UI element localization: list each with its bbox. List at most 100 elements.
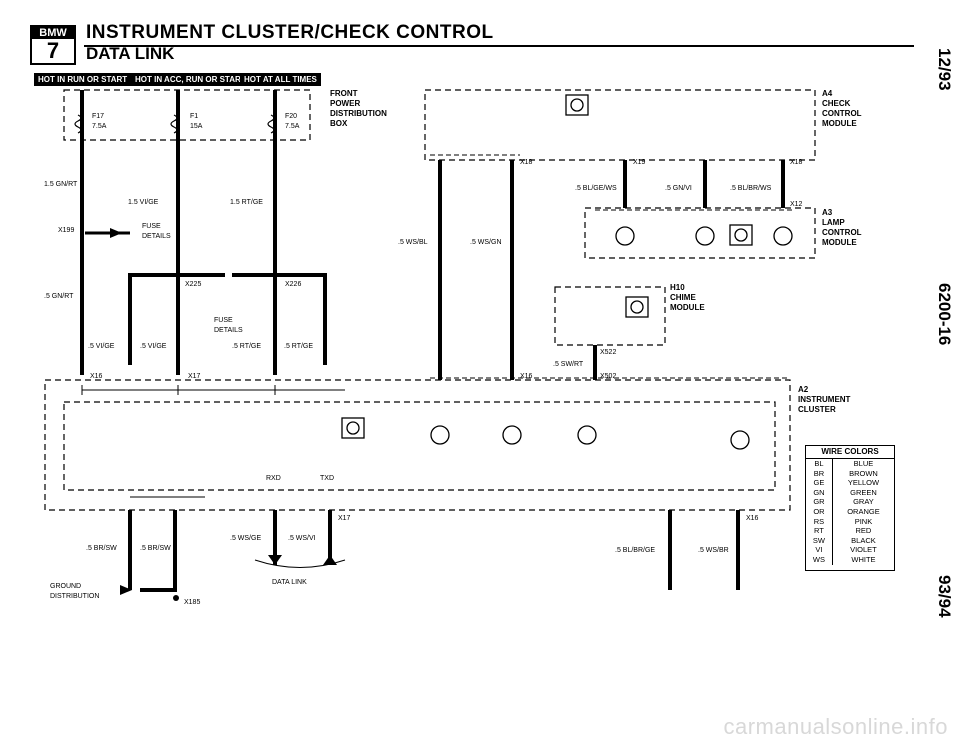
legend-row: VI VIOLET — [806, 545, 894, 555]
wire-label-bl-br-ge: .5 BL/BR/GE — [615, 547, 655, 554]
logo-brand: BMW — [32, 27, 74, 39]
legend-color: WHITE — [851, 554, 876, 564]
legend-code: BL — [806, 459, 833, 469]
chime-label-1: H10 — [670, 283, 685, 292]
lamp-control-label-4: MODULE — [822, 238, 857, 247]
wire-vi-ge-loop — [128, 273, 225, 365]
legend-color: BLACK — [851, 535, 876, 545]
hot-in-acc-badge: HOT IN ACC, RUN OR START — [131, 73, 250, 86]
wire-label-vi-ge-15: 1.5 VI/GE — [128, 199, 159, 206]
chime-label-3: MODULE — [670, 303, 705, 312]
legend-color: ORANGE — [847, 506, 880, 516]
legend-row: BR BROWN — [806, 468, 894, 479]
wire-label-bl-br-ws: .5 BL/BR/WS — [730, 185, 772, 192]
cluster-outer-outline — [44, 379, 791, 511]
legend-row: OR ORANGE — [806, 506, 894, 517]
cluster-label-3: CLUSTER — [798, 405, 836, 414]
connector-x17: X17 — [188, 373, 201, 380]
wire-label-ws-vi: .5 WS/VI — [288, 535, 316, 542]
wire-label-gn-vi: .5 GN/VI — [665, 185, 692, 192]
check-control-label-2: CHECK — [822, 99, 851, 108]
legend-code: WS — [806, 554, 833, 565]
hot-in-run-start-badge: HOT IN RUN OR START — [34, 73, 132, 86]
wire-label-vi-ge-a: .5 VI/GE — [88, 343, 115, 350]
connector-x226: X226 — [285, 281, 301, 288]
legend-code: VI — [806, 545, 833, 555]
lamp-control-label-3: CONTROL — [822, 228, 862, 237]
legend-code: RT — [806, 526, 833, 536]
chime-outline — [554, 286, 666, 346]
fuse-f1-rating: 15A — [190, 123, 203, 130]
connector-x16: X16 — [90, 373, 103, 380]
wire-label-rt-ge-a: .5 RT/GE — [232, 343, 261, 350]
legend-code: GR — [806, 497, 833, 507]
check-control-outline — [424, 89, 816, 161]
wire-label-bl-ge-ws: .5 BL/GE/WS — [575, 185, 617, 192]
fuse-f1-symbol — [170, 114, 178, 134]
check-control-label-3: CONTROL — [822, 109, 862, 118]
legend-title: WIRE COLORS — [806, 446, 894, 459]
fuse-f1-id: F1 — [190, 113, 198, 120]
fuse-box-label-2: POWER — [330, 99, 360, 108]
title-rule — [84, 45, 914, 47]
fuse-f17-symbol — [74, 114, 82, 134]
fuse-details-1a: FUSE — [142, 223, 161, 230]
connector-x502: X502 — [600, 373, 616, 380]
wire-label-br-sw-a: .5 BR/SW — [86, 545, 117, 552]
page-title: INSTRUMENT CLUSTER/CHECK CONTROL — [86, 22, 494, 43]
connector-x16-c: X16 — [746, 515, 759, 522]
lamp-control-label-1: A3 — [822, 208, 833, 217]
cluster-label-1: A2 — [798, 385, 809, 394]
connector-x18-b: X18 — [790, 159, 803, 166]
fuse-box-label-4: BOX — [330, 119, 348, 128]
check-control-label-1: A4 — [822, 89, 833, 98]
legend-code: OR — [806, 506, 833, 517]
legend-code: RS — [806, 516, 833, 527]
fuse-f20-rating: 7.5A — [285, 123, 300, 130]
cluster-label-2: INSTRUMENT — [798, 395, 851, 404]
fuse-f17-id: F17 — [92, 113, 104, 120]
fuse-details-2a: FUSE — [214, 317, 233, 324]
side-page-number: 6200-16 — [935, 283, 954, 346]
connector-x199: X199 — [58, 227, 74, 234]
fuse-box-label-3: DISTRIBUTION — [330, 109, 387, 118]
cluster-inner-outline — [63, 401, 776, 491]
connector-x19: X19 — [633, 159, 646, 166]
legend-code: BR — [806, 468, 833, 479]
wire-label-sw-rt: .5 SW/RT — [553, 361, 584, 368]
lamp-control-outline — [584, 207, 816, 259]
legend-color: BROWN — [849, 468, 878, 478]
lamp-control-label-2: LAMP — [822, 218, 845, 227]
rxd-label: RXD — [266, 475, 281, 482]
fuse-box-label-1: FRONT — [330, 89, 358, 98]
page-header: BMW 7 INSTRUMENT CLUSTER/CHECK CONTROL D… — [0, 0, 960, 86]
connector-x18-a: X18 — [520, 159, 533, 166]
wire-label-ws-ge: .5 WS/GE — [230, 535, 261, 542]
legend-color: GREEN — [850, 487, 877, 497]
wire-label-gn-rt-05: .5 GN/RT — [44, 293, 74, 300]
connector-x522: X522 — [600, 349, 616, 356]
watermark: carmanualsonline.info — [723, 714, 948, 739]
bmw-7-logo: BMW 7 — [30, 25, 76, 65]
wire-rt-ge-loop — [232, 273, 327, 365]
legend-row: BL BLUE — [806, 459, 894, 469]
wire-label-rt-ge-b: .5 RT/GE — [284, 343, 313, 350]
ground-label-2: DISTRIBUTION — [50, 593, 99, 600]
check-control-label-4: MODULE — [822, 119, 857, 128]
legend-color: VIOLET — [850, 545, 877, 555]
connector-x12: X12 — [790, 201, 803, 208]
wire-label-rt-ge-15: 1.5 RT/GE — [230, 199, 263, 206]
wire-label-ws-gn: .5 WS/GN — [470, 239, 502, 246]
legend-color: BLUE — [853, 459, 874, 468]
wire-br-sw-b — [140, 510, 177, 592]
wire-label-ws-br: .5 WS/BR — [698, 547, 729, 554]
page-subtitle: DATA LINK — [86, 44, 175, 63]
